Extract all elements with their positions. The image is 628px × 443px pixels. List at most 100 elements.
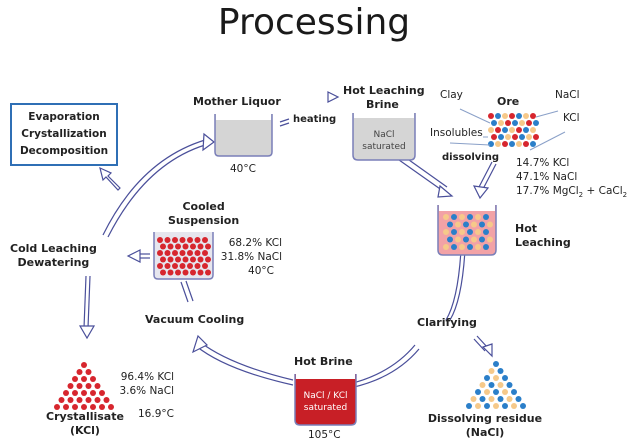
particle	[99, 404, 105, 410]
particle	[488, 382, 495, 388]
particle	[190, 269, 196, 276]
cryst-comp-nacl: 3.6% NaCl	[119, 385, 174, 397]
particle	[197, 256, 204, 263]
particle	[484, 403, 490, 409]
particle	[483, 244, 489, 250]
hot-leaching-vessel	[437, 205, 497, 256]
arc-ore-to-hotleach	[478, 161, 493, 188]
particle	[85, 369, 92, 375]
particle	[506, 382, 513, 388]
particle	[459, 229, 465, 235]
residue-pile	[466, 361, 526, 409]
particle	[90, 404, 96, 410]
particle	[516, 127, 522, 133]
particle	[164, 237, 171, 243]
arrow-head	[472, 185, 490, 200]
particle	[493, 403, 499, 409]
particle	[495, 141, 501, 147]
particle	[172, 237, 178, 243]
ore-comp-nacl: 47.1% NaCl	[516, 171, 578, 183]
cs-comp-nacl: 31.8% NaCl	[220, 251, 282, 263]
particle	[190, 256, 196, 263]
vacuum-cooling-label: Vacuum Cooling	[145, 313, 245, 326]
particle	[502, 127, 508, 133]
particle	[463, 221, 469, 228]
particle	[471, 236, 477, 243]
particle	[103, 397, 110, 403]
particle	[483, 229, 489, 235]
hot-leaching-label: Hot Leaching	[515, 222, 571, 250]
particle	[90, 390, 96, 396]
particle	[187, 263, 193, 269]
brine-vessel	[352, 113, 416, 161]
particle	[497, 396, 504, 402]
residue-label-1: Dissolving residue	[427, 412, 543, 425]
particle	[172, 250, 178, 256]
particle	[90, 376, 96, 382]
cooled-suspension-label: Cooled Suspension	[168, 200, 239, 228]
particle	[519, 120, 525, 126]
particle	[475, 389, 481, 395]
hot-brine-temp: 105°C	[308, 429, 341, 441]
particle	[160, 269, 166, 276]
mother-liquor-vessel	[214, 114, 273, 157]
particle	[505, 120, 511, 126]
particle	[533, 134, 539, 140]
page-title: Processing	[217, 2, 411, 43]
particle	[498, 120, 504, 126]
particle	[526, 120, 532, 126]
particle	[76, 397, 83, 403]
particle	[488, 396, 495, 402]
particle	[205, 243, 211, 250]
box-line: Crystallization	[21, 128, 107, 140]
mother-liquor-temp: 40°C	[230, 163, 256, 175]
particle	[493, 361, 499, 367]
particle	[523, 113, 529, 119]
particle	[187, 237, 193, 243]
arc-suspension-to-vacuum	[180, 281, 189, 303]
particle	[205, 256, 211, 263]
particle	[175, 256, 181, 263]
particle	[197, 243, 204, 250]
cs-label-1: Cooled	[182, 200, 225, 213]
particle	[467, 214, 473, 220]
particle	[202, 263, 208, 269]
cryst-comp-kcl: 96.4% KCl	[120, 371, 174, 383]
arrow-head	[202, 132, 215, 152]
particle	[471, 221, 477, 228]
particle	[451, 214, 457, 220]
brine-label-1: Hot Leaching	[343, 84, 425, 97]
particle	[175, 243, 181, 250]
particle	[54, 404, 60, 410]
particle	[495, 127, 501, 133]
particle	[505, 134, 511, 140]
particle	[509, 141, 515, 147]
particle	[451, 244, 457, 250]
arrow-head	[327, 91, 340, 103]
particle	[497, 368, 504, 374]
particle	[81, 376, 87, 382]
particle	[202, 237, 208, 243]
cs-comp-kcl: 68.2% KCl	[228, 237, 282, 249]
particle	[498, 134, 504, 140]
particle	[455, 236, 461, 243]
brine-label-2: Brine	[366, 98, 399, 111]
ore-composition: 14.7% KCl 47.1% NaCl 17.7% MgCl2 + CaCl2	[516, 156, 627, 202]
particle	[167, 256, 174, 263]
hot-leaching-label-1: Hot	[515, 222, 538, 235]
particle	[493, 389, 499, 395]
particle	[447, 221, 453, 228]
ore-kcl-label: KCl	[563, 112, 580, 124]
dissolving-label: dissolving	[442, 152, 500, 163]
crystallisate-label: Crystallisate (KCl)	[45, 410, 125, 438]
arrow-head	[126, 249, 141, 263]
particle	[516, 113, 522, 119]
particle	[533, 120, 539, 126]
particle	[202, 250, 208, 256]
particle	[491, 120, 497, 126]
particle	[479, 396, 486, 402]
particle	[515, 396, 522, 402]
particle	[179, 237, 186, 243]
particle	[443, 229, 449, 235]
particle	[63, 390, 69, 396]
